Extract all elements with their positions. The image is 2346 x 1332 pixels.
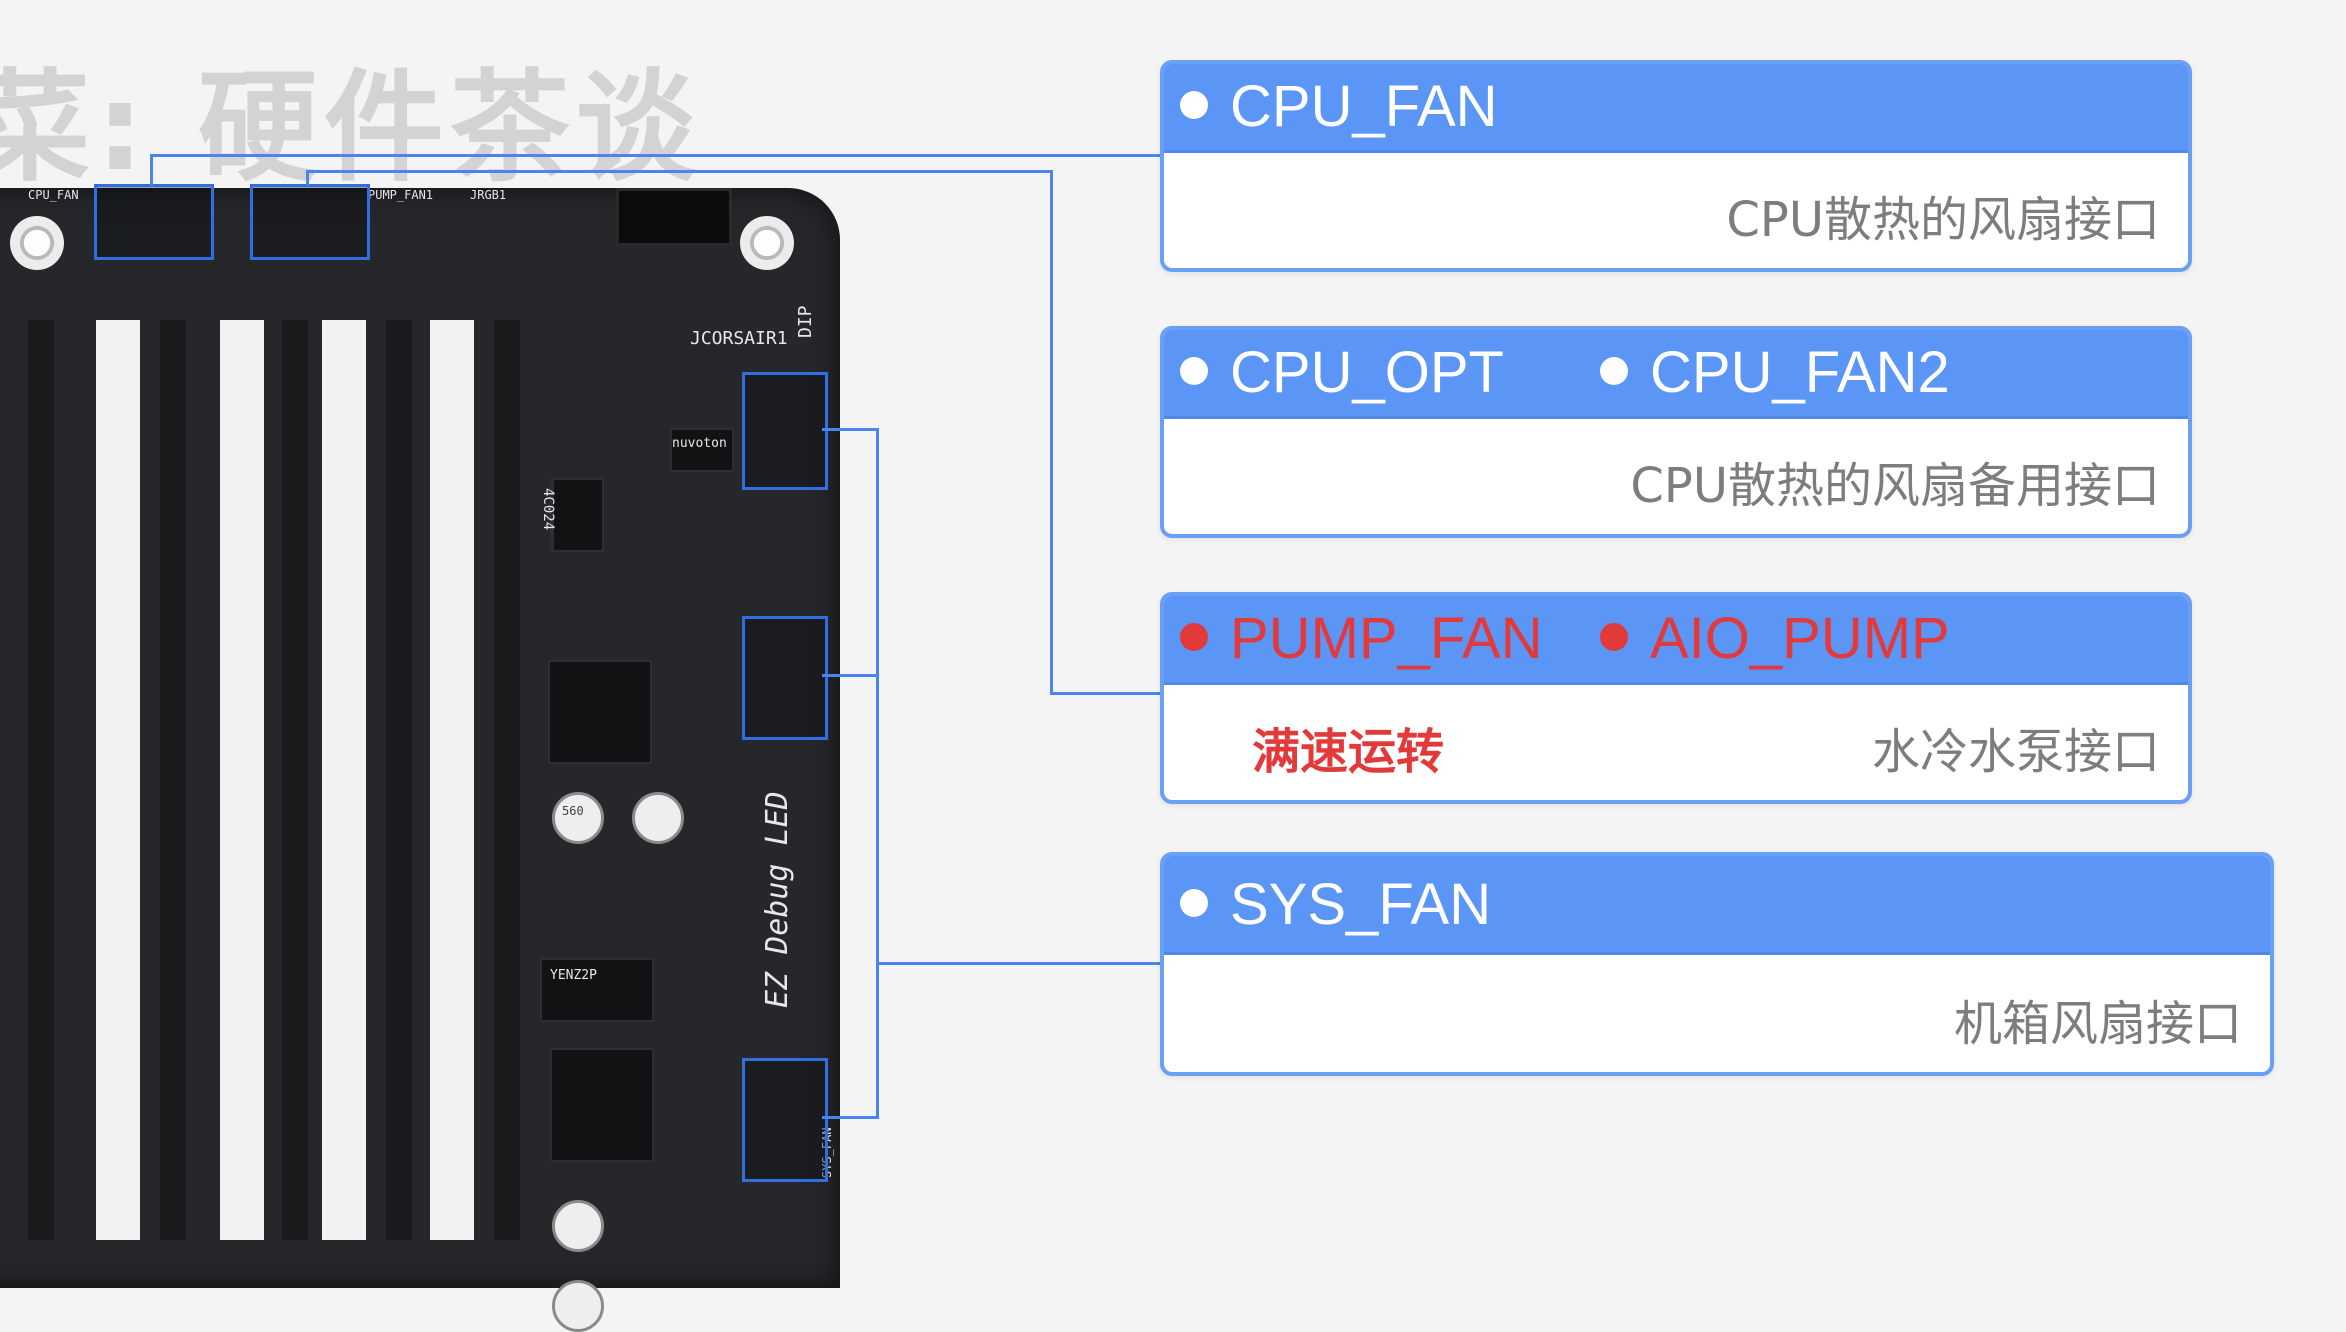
card-sys-fan: SYS_FAN 机箱风扇接口 <box>1160 852 2274 1076</box>
header-pump-fan <box>250 184 370 260</box>
card-item-label: SYS_FAN <box>1230 872 1492 937</box>
bullet-dot-icon <box>1600 622 1628 651</box>
card-item-label: PUMP_FAN <box>1230 606 1543 671</box>
card-description: 机箱风扇接口 <box>1953 996 2242 1052</box>
card-item-cpu-fan: CPU_FAN <box>1180 70 1498 144</box>
ram-slot <box>430 320 474 1240</box>
motherboard-image: CPU_FAN PUMP_FAN1 JRGB1 JCORSAIR1 DIP EZ… <box>0 188 840 1332</box>
capacitor <box>552 1280 604 1332</box>
card-item-label: AIO_PUMP <box>1650 606 1950 671</box>
card-header: CPU_OPT CPU_FAN2 <box>1164 330 2188 419</box>
ram-slot <box>220 320 264 1240</box>
line-pump-to-card <box>1050 692 1162 695</box>
header-cpu-fan <box>94 184 214 260</box>
card-description: CPU散热的风扇接口 <box>1726 192 2160 248</box>
ram-slot <box>494 320 520 1240</box>
card-description: 水冷水泵接口 <box>1871 724 2160 780</box>
card-item-label: CPU_OPT <box>1230 340 1504 405</box>
line-sys-vertical <box>876 428 879 1119</box>
bullet-dot-icon <box>1600 356 1628 385</box>
card-item-pump-fan: PUMP_FAN <box>1180 602 1543 676</box>
ram-slot <box>28 320 54 1240</box>
ez-debug-led-silkscreen: EZ Debug LED <box>760 791 795 1008</box>
card-cpu-fan: CPU_FAN CPU散热的风扇接口 <box>1160 60 2192 272</box>
line-cpu-fan-top <box>150 154 1162 157</box>
jcorsair1-silkscreen: JCORSAIR1 <box>690 328 788 349</box>
bullet-dot-icon <box>1180 622 1208 651</box>
line-cpu-fan-up <box>150 154 153 186</box>
card-note: 满速运转 <box>1252 724 1445 780</box>
card-item-label: CPU_FAN2 <box>1650 340 1950 405</box>
capacitor <box>552 792 604 844</box>
bullet-dot-icon <box>1180 356 1208 385</box>
dip-silkscreen: DIP <box>795 305 816 338</box>
chip-text: 4C024 <box>540 488 556 531</box>
pump-fan1-silkscreen: PUMP_FAN1 <box>368 188 434 202</box>
ram-slot <box>160 320 186 1240</box>
card-item-cpu-fan2: CPU_FAN2 <box>1600 336 1950 410</box>
ram-slot <box>96 320 140 1240</box>
bullet-dot-icon <box>1180 888 1208 917</box>
header-sys-fan-1 <box>742 372 828 490</box>
ic-chip <box>552 478 604 552</box>
card-header: PUMP_FAN AIO_PUMP <box>1164 596 2188 685</box>
chip-pair-text: YENZ2P <box>550 968 597 983</box>
mount-hole-right <box>740 216 794 270</box>
card-item-cpu-opt: CPU_OPT <box>1180 336 1504 410</box>
card-description: CPU散热的风扇备用接口 <box>1630 458 2160 514</box>
header-sys-fan-2 <box>742 616 828 740</box>
card-item-label: CPU_FAN <box>1230 74 1498 139</box>
ram-slot <box>322 320 366 1240</box>
line-pump-down <box>1050 170 1053 694</box>
chip-pair <box>540 958 654 1022</box>
card-cpu-opt: CPU_OPT CPU_FAN2 CPU散热的风扇备用接口 <box>1160 326 2192 538</box>
line-pump-up <box>306 170 309 186</box>
vrm-chip <box>548 660 652 764</box>
card-item-sys-fan: SYS_FAN <box>1180 868 1491 942</box>
bullet-dot-icon <box>1180 90 1208 119</box>
line-pump-top <box>306 170 1052 173</box>
nuvoton-chip <box>670 428 734 472</box>
jrgb1-silkscreen: JRGB1 <box>470 188 507 202</box>
mount-hole-left <box>10 216 64 270</box>
card-header: CPU_FAN <box>1164 64 2188 153</box>
ram-slot <box>386 320 412 1240</box>
ram-slot <box>282 320 308 1240</box>
slide: 菜: 硬件茶谈 CPU_FAN PUMP_FAN1 JRGB1 JCORSAIR… <box>0 59 2274 1332</box>
channel-watermark: 菜: 硬件茶谈 <box>0 59 702 198</box>
line-sys2 <box>822 674 878 677</box>
capacitor-text: 560 <box>562 804 584 818</box>
card-header: SYS_FAN <box>1164 856 2270 955</box>
card-item-aio-pump: AIO_PUMP <box>1600 602 1950 676</box>
jcorsair-header <box>616 188 732 246</box>
line-sys1 <box>822 428 878 431</box>
vrm-chip-2 <box>550 1048 654 1162</box>
line-sys-to-card <box>876 962 1162 965</box>
cpu-fan-silkscreen: CPU_FAN <box>28 188 79 202</box>
line-sys3 <box>822 1116 878 1119</box>
capacitor <box>632 792 684 844</box>
header-sys-fan-3 <box>742 1058 828 1182</box>
chip-brand-text: nuvoton <box>672 436 727 451</box>
capacitor <box>552 1200 604 1252</box>
card-pump-fan: PUMP_FAN AIO_PUMP 满速运转 水冷水泵接口 <box>1160 592 2192 804</box>
